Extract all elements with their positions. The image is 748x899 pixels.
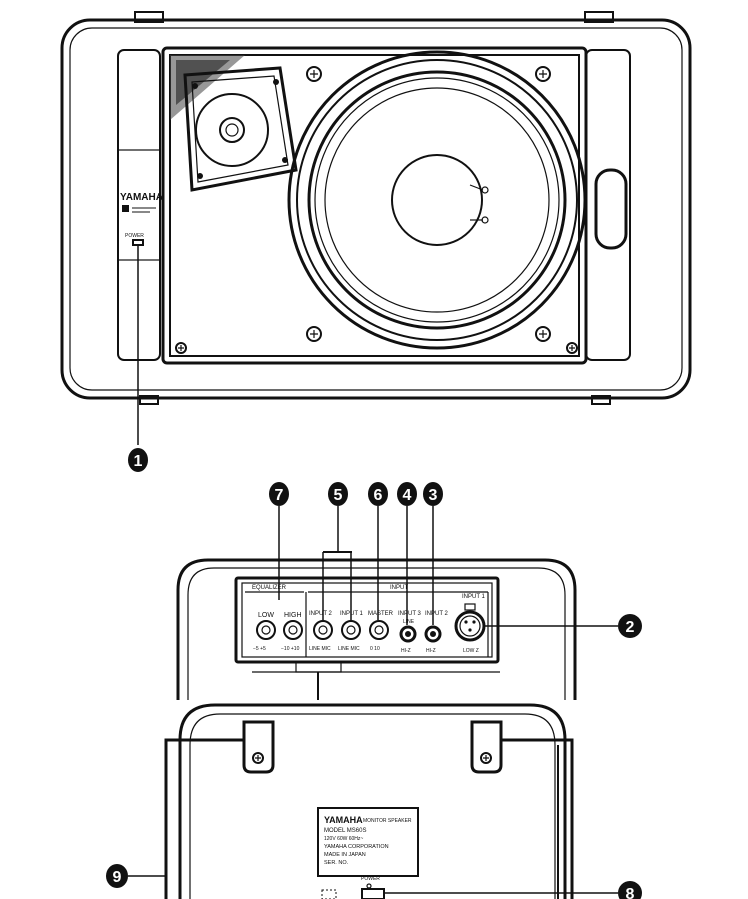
eq-high-label: HIGH xyxy=(284,612,302,619)
callout-3: 3 xyxy=(423,482,443,506)
woofer xyxy=(287,50,587,350)
svg-text:7: 7 xyxy=(275,487,284,504)
nameplate-serial: SER. NO. xyxy=(324,860,349,866)
nameplate-brand: YAMAHA xyxy=(324,815,363,825)
eq-low-knob[interactable] xyxy=(256,620,276,640)
front-brand-logo: YAMAHA xyxy=(120,192,163,203)
scale-input2: LINE MIC xyxy=(309,646,331,652)
input2-label: INPUT 2 xyxy=(309,611,333,617)
rear-cabinet xyxy=(178,703,567,899)
nameplate-maker: YAMAHA CORPORATION xyxy=(324,844,389,850)
input1-label: INPUT 1 xyxy=(340,611,364,617)
input3-label: INPUT 3 xyxy=(398,611,422,617)
scale-master: 0 10 xyxy=(370,646,380,652)
input2-knob[interactable] xyxy=(313,620,333,640)
input1-xlr-connector[interactable] xyxy=(454,603,486,642)
right-bracket xyxy=(470,720,503,774)
master-label: MASTER xyxy=(368,611,394,617)
nameplate: YAMAHA MONITOR SPEAKER MODEL MS60S 120V … xyxy=(317,807,419,877)
svg-text:8: 8 xyxy=(626,886,635,899)
rear-power-switch[interactable] xyxy=(361,888,385,899)
eq-low-label: LOW xyxy=(258,612,274,619)
hiz2-label: HI-Z xyxy=(426,648,436,654)
callout-9: 9 xyxy=(106,864,128,888)
svg-text:1: 1 xyxy=(134,453,143,470)
left-bracket xyxy=(242,720,275,774)
tweeter xyxy=(183,66,298,192)
equalizer-title: EQUALIZER xyxy=(252,585,287,591)
callout-1: 1 xyxy=(128,448,148,472)
svg-text:9: 9 xyxy=(113,869,122,886)
hiz1-label: HI-Z xyxy=(401,648,411,654)
input2b-label: INPUT 2 xyxy=(425,611,449,617)
callout-6: 6 xyxy=(368,482,388,506)
front-cabinet xyxy=(60,18,692,400)
front-power-label: POWER xyxy=(125,233,144,239)
rear-control-panel xyxy=(234,576,500,664)
input3-jack[interactable] xyxy=(399,625,417,643)
scale-high: −10 +10 xyxy=(281,646,300,652)
eq-high-knob[interactable] xyxy=(283,620,303,640)
nameplate-model: MODEL MS60S xyxy=(324,828,366,834)
input2-jack[interactable] xyxy=(424,625,442,643)
svg-text:4: 4 xyxy=(403,487,412,504)
callout-5: 5 xyxy=(328,482,348,506)
callout-4: 4 xyxy=(397,482,417,506)
rear-view: EQUALIZER INPUT LOW HIGH INPUT 2 INPUT 1… xyxy=(164,558,577,899)
scale-low: −5 +5 xyxy=(253,646,266,652)
svg-text:5: 5 xyxy=(334,487,343,504)
callout-2: 2 xyxy=(618,614,642,638)
callout-7: 7 xyxy=(269,482,289,506)
input-title: INPUT xyxy=(390,585,408,591)
front-power-indicator xyxy=(132,239,144,246)
line-jack-label: LINE xyxy=(403,619,415,625)
master-knob[interactable] xyxy=(369,620,389,640)
svg-text:6: 6 xyxy=(374,487,383,504)
svg-text:2: 2 xyxy=(626,619,635,636)
input1-xlr-label: INPUT 1 xyxy=(462,594,486,600)
input1-knob[interactable] xyxy=(341,620,361,640)
rear-power-label: POWER xyxy=(361,876,380,882)
svg-text:3: 3 xyxy=(429,487,438,504)
nameplate-product: MONITOR SPEAKER xyxy=(363,818,412,824)
lowz-label: LOW Z xyxy=(463,648,479,654)
front-view: YAMAHA POWER xyxy=(60,11,692,445)
nameplate-rating: 120V 60W 60Hz~ xyxy=(324,836,363,842)
nameplate-origin: MADE IN JAPAN xyxy=(324,852,366,858)
scale-input1: LINE MIC xyxy=(338,646,360,652)
callout-leaders xyxy=(128,506,618,894)
baffle-screws xyxy=(175,66,578,354)
callout-8: 8 xyxy=(618,881,642,899)
